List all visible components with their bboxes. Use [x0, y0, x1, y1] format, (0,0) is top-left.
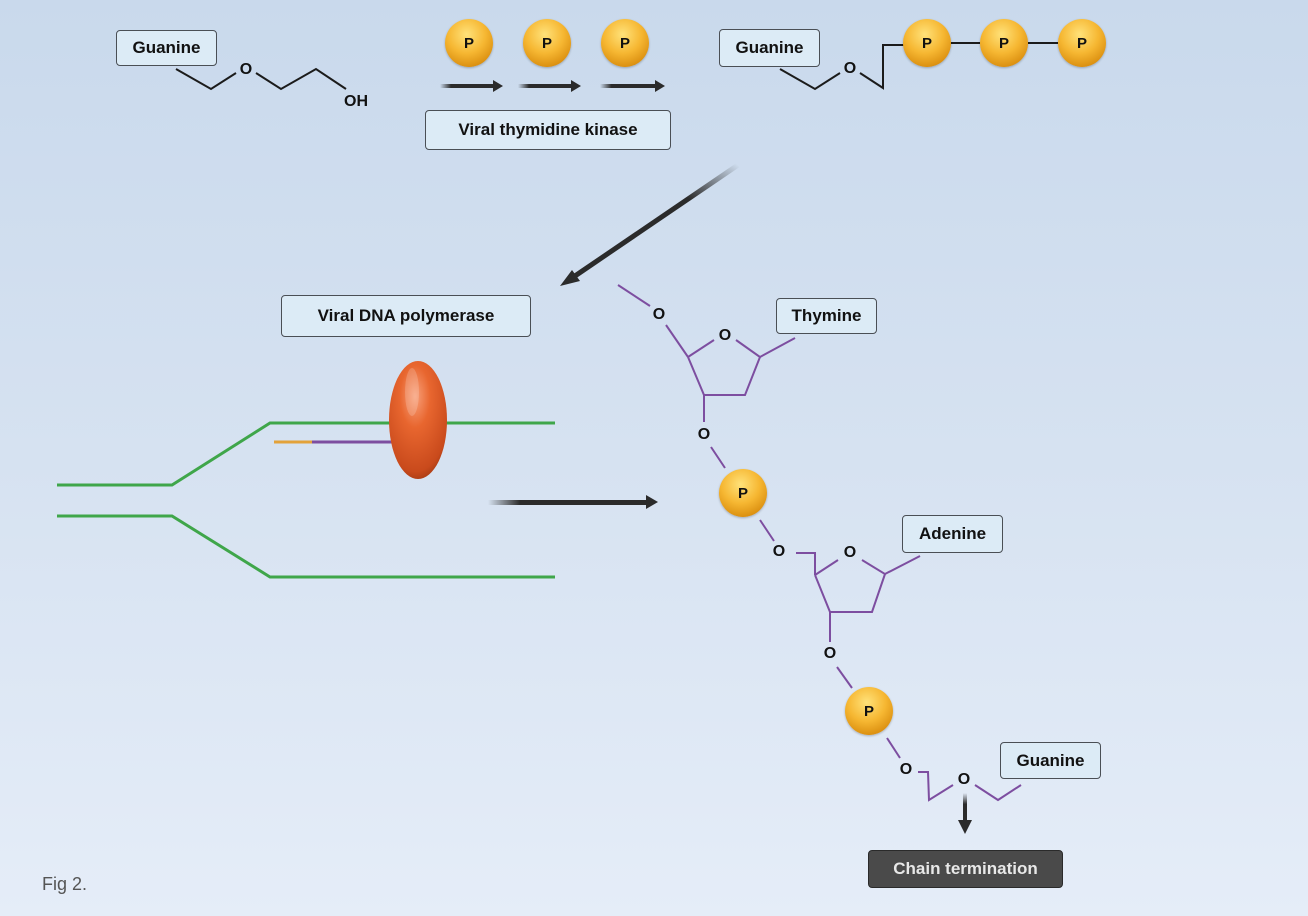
phosphate-2: P — [523, 19, 571, 67]
polymerase-highlight — [405, 368, 419, 416]
chain-termination-label: Chain termination — [868, 850, 1063, 888]
chain-phosphate-2: P — [845, 687, 893, 735]
five-prime-oxygen-adenine: O — [772, 543, 786, 560]
arrow-3 — [600, 84, 657, 88]
ring-oxygen-adenine: O — [843, 544, 857, 561]
thymine-label: Thymine — [776, 298, 877, 334]
sugar-phosphate-backbone — [617, 284, 1022, 802]
triphosphate-beta: P — [980, 19, 1028, 67]
triphosphate-gamma: P — [1058, 19, 1106, 67]
arrow-to-chain — [488, 495, 658, 509]
chain-termination-arrow — [958, 793, 972, 834]
acyclovir-triphosphate-skeleton — [779, 42, 1058, 91]
hydroxyl-group: OH — [344, 93, 368, 110]
arrow-to-polymerase — [560, 162, 740, 286]
arrow-1-head — [493, 80, 503, 92]
ring-oxygen-thymine: O — [718, 327, 732, 344]
five-prime-oxygen-guanine: O — [899, 761, 913, 778]
arrow-2 — [518, 84, 573, 88]
arrow-2-head — [571, 80, 581, 92]
template-strand-bottom — [57, 514, 555, 579]
thymidine-kinase-label: Viral thymidine kinase — [425, 110, 671, 150]
figure-caption: Fig 2. — [42, 874, 88, 894]
arrow-1 — [440, 84, 495, 88]
dna-polymerase-label: Viral DNA polymerase — [281, 295, 531, 337]
ether-oxygen-product: O — [843, 60, 857, 77]
phosphate-1: P — [445, 19, 493, 67]
chain-phosphate-1: P — [719, 469, 767, 517]
five-prime-oxygen-thymine: O — [652, 306, 666, 323]
guanine-label-chain: Guanine — [1000, 742, 1101, 779]
three-prime-oxygen-thymine: O — [697, 426, 711, 443]
phosphate-3: P — [601, 19, 649, 67]
three-prime-oxygen-adenine: O — [823, 645, 837, 662]
polymerase-enzyme — [389, 361, 447, 479]
phosphorylation-arrows — [440, 80, 665, 92]
adenine-label: Adenine — [902, 515, 1003, 553]
ether-oxygen-guanine: O — [957, 771, 971, 788]
template-strand-top — [57, 421, 555, 487]
triphosphate-alpha: P — [903, 19, 951, 67]
arrow-3-head — [655, 80, 665, 92]
dna-replication-fork — [57, 421, 555, 579]
acyclovir-skeleton — [175, 67, 347, 91]
guanine-label-substrate: Guanine — [116, 30, 217, 66]
guanine-label-product: Guanine — [719, 29, 820, 67]
ether-oxygen-substrate: O — [239, 61, 253, 78]
